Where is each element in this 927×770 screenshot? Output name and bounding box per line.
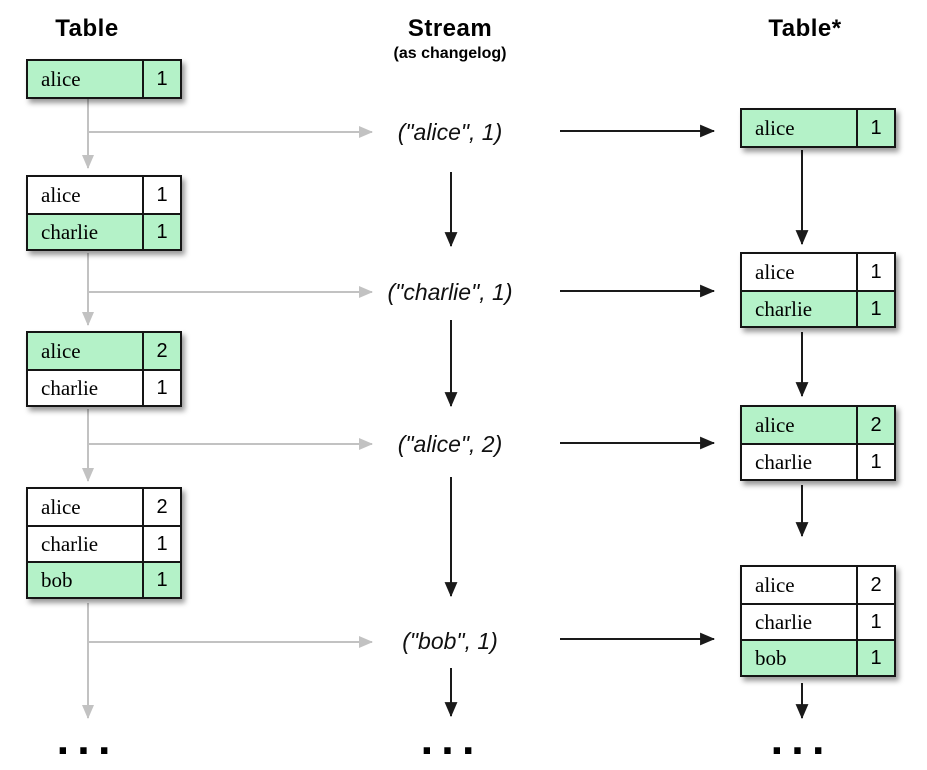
key-cell: alice (755, 259, 795, 284)
key-cell: alice (41, 66, 81, 91)
value-cell: 2 (856, 407, 894, 443)
table-row: alice 1 (742, 110, 894, 146)
value-cell: 1 (142, 527, 180, 561)
right-table-snapshot-4: alice 2 charlie 1 bob 1 (740, 565, 896, 677)
key-cell: bob (755, 645, 787, 670)
stream-column-subtitle: (as changelog) (393, 45, 507, 62)
value-cell: 1 (856, 292, 894, 326)
key-cell: alice (755, 572, 795, 597)
right-table-snapshot-3: alice 2 charlie 1 (740, 405, 896, 481)
changelog-record: ("charlie", 1) (387, 279, 513, 305)
value-cell: 1 (856, 445, 894, 479)
left-table-snapshot-1: alice 1 (26, 59, 182, 99)
key-cell: alice (41, 182, 81, 207)
right-continuation-ellipsis: ... (769, 722, 833, 763)
left-table-snapshot-2: alice 1 charlie 1 (26, 175, 182, 251)
table-row: charlie 1 (28, 213, 180, 249)
stream-continuation-ellipsis: ... (419, 722, 483, 763)
value-cell: 1 (856, 110, 894, 146)
left-table-snapshot-4: alice 2 charlie 1 bob 1 (26, 487, 182, 599)
value-cell: 2 (142, 333, 180, 369)
key-cell: alice (755, 115, 795, 140)
value-cell: 1 (142, 177, 180, 213)
value-cell: 1 (856, 641, 894, 675)
key-cell: alice (41, 338, 81, 363)
black-arrows (444, 124, 809, 720)
table-row: alice 2 (742, 567, 894, 603)
table-row: bob 1 (28, 561, 180, 597)
key-cell: charlie (755, 609, 813, 634)
value-cell: 2 (142, 489, 180, 525)
table-row: charlie 1 (28, 525, 180, 561)
table-row: alice 2 (28, 333, 180, 369)
value-cell: 1 (142, 563, 180, 597)
table-row: bob 1 (742, 639, 894, 675)
key-cell: charlie (755, 296, 813, 321)
key-cell: charlie (41, 531, 99, 556)
table-row: alice 2 (742, 407, 894, 443)
table-row: alice 1 (742, 254, 894, 290)
table-row: charlie 1 (742, 443, 894, 479)
left-continuation-ellipsis: ... (55, 722, 119, 763)
left-column-title: Table (55, 15, 119, 42)
changelog-record: ("alice", 2) (397, 431, 503, 457)
key-cell: charlie (41, 219, 99, 244)
table-row: charlie 1 (28, 369, 180, 405)
value-cell: 2 (856, 567, 894, 603)
key-cell: charlie (41, 375, 99, 400)
key-cell: charlie (755, 449, 813, 474)
table-row: alice 1 (28, 61, 180, 97)
value-cell: 1 (142, 61, 180, 97)
key-cell: bob (41, 567, 73, 592)
stream-column-title: Stream (407, 15, 493, 42)
key-cell: alice (41, 494, 81, 519)
table-row: charlie 1 (742, 603, 894, 639)
table-row: alice 2 (28, 489, 180, 525)
value-cell: 1 (856, 605, 894, 639)
gray-connectors (82, 99, 373, 719)
right-table-snapshot-1: alice 1 (740, 108, 896, 148)
key-cell: alice (755, 412, 795, 437)
table-row: alice 1 (28, 177, 180, 213)
value-cell: 1 (142, 215, 180, 249)
changelog-record: ("alice", 1) (397, 119, 503, 145)
value-cell: 1 (856, 254, 894, 290)
right-column-title: Table* (768, 15, 842, 42)
value-cell: 1 (142, 371, 180, 405)
table-row: charlie 1 (742, 290, 894, 326)
changelog-record: ("bob", 1) (402, 628, 498, 654)
right-table-snapshot-2: alice 1 charlie 1 (740, 252, 896, 328)
left-table-snapshot-3: alice 2 charlie 1 (26, 331, 182, 407)
